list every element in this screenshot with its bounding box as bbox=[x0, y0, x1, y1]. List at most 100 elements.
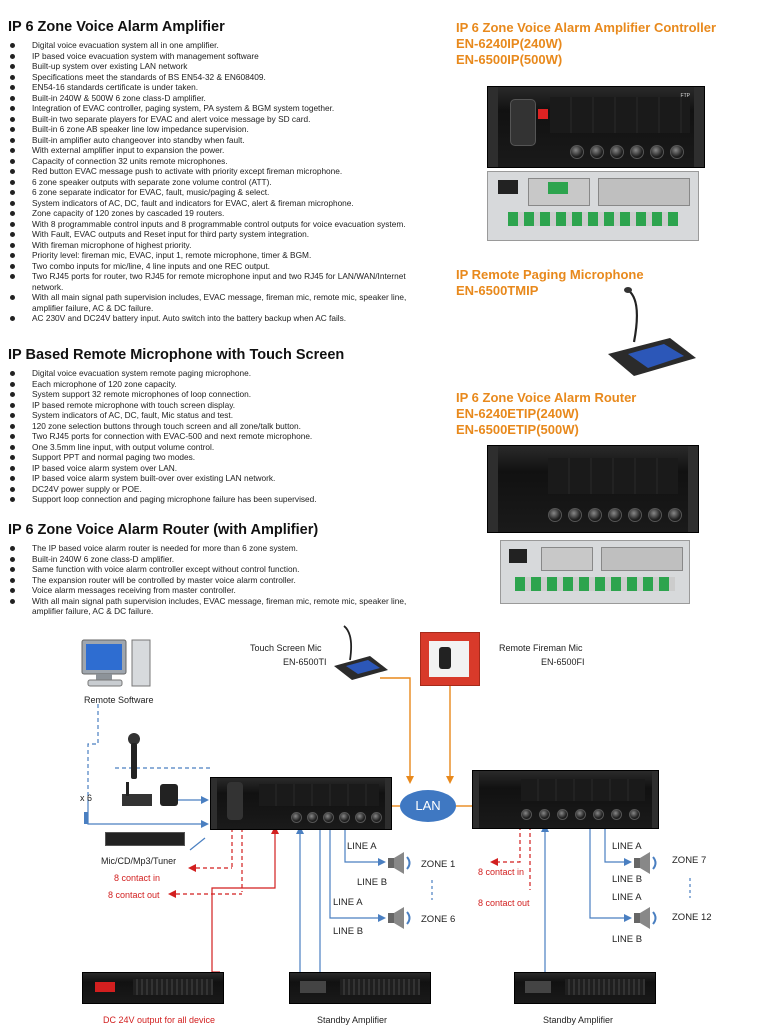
feature-item: Digital voice evacuation system remote p… bbox=[8, 368, 438, 379]
amp-section-title: IP 6 Zone Voice Alarm Amplifier bbox=[8, 19, 225, 35]
standby-amp-image bbox=[289, 972, 431, 1004]
standby-amp-image bbox=[514, 972, 656, 1004]
feature-item: Support PPT and normal paging two modes. bbox=[8, 452, 438, 463]
zone-12-label: ZONE 12 bbox=[672, 912, 712, 923]
feature-item: Built-in 6 zone AB speaker line low impe… bbox=[8, 124, 438, 135]
panel-brand-text: FTP bbox=[680, 93, 690, 99]
controller-model-240: EN-6240IP(240W) bbox=[456, 36, 563, 51]
feature-item: Digital voice evacuation system all in o… bbox=[8, 40, 438, 51]
line-b-3: LINE B bbox=[612, 874, 643, 885]
feature-item: One 3.5mm line input, with output volume… bbox=[8, 442, 438, 453]
feature-item: IP based voice alarm system built-over o… bbox=[8, 473, 438, 484]
speaker-icon bbox=[634, 852, 657, 874]
x6-label: x 6 bbox=[80, 793, 93, 803]
feature-item: System indicators of AC, DC, fault and i… bbox=[8, 198, 438, 209]
controller-rear-panel-image bbox=[487, 171, 699, 241]
feature-item: Red button EVAC message push to activate… bbox=[8, 166, 438, 177]
feature-item: With external amplifier input to expansi… bbox=[8, 145, 438, 156]
dc-output-label: DC 24V output for all device bbox=[103, 1015, 216, 1025]
touch-screen-mic-image bbox=[334, 625, 388, 680]
cd-player-icon bbox=[105, 832, 185, 846]
paging-title: IP Remote Paging Microphone bbox=[456, 267, 644, 282]
paging-microphone-image bbox=[608, 287, 696, 376]
feature-item: Integration of EVAC controller, paging s… bbox=[8, 103, 438, 114]
contact-out-label: 8 contact out bbox=[108, 890, 160, 900]
controller-front-panel-image: FTP bbox=[487, 86, 705, 168]
zone-1-label: ZONE 1 bbox=[421, 859, 456, 870]
software-label: Remote Software bbox=[84, 695, 154, 705]
line-a-4: LINE A bbox=[612, 892, 642, 903]
fireman-model: EN-6500FI bbox=[541, 657, 585, 667]
feature-item: Support loop connection and paging micro… bbox=[8, 494, 438, 505]
feature-item: With all main signal path supervision in… bbox=[8, 292, 438, 313]
router-feature-list: The IP based voice alarm router is neede… bbox=[8, 543, 438, 617]
mic-feature-list: Digital voice evacuation system remote p… bbox=[8, 368, 438, 505]
feature-item: System support 32 remote microphones of … bbox=[8, 389, 438, 400]
line-a-2: LINE A bbox=[333, 897, 363, 908]
paging-model: EN-6500TMIP bbox=[456, 283, 539, 298]
feature-item: Built-in two separate players for EVAC a… bbox=[8, 114, 438, 125]
feature-item: Built-in 240W & 500W 6 zone class-D ampl… bbox=[8, 93, 438, 104]
feature-item: The IP based voice alarm router is neede… bbox=[8, 543, 438, 554]
feature-item: Each microphone of 120 zone capacity. bbox=[8, 379, 438, 390]
feature-item: 6 zone separate indicator for EVAC, faul… bbox=[8, 187, 438, 198]
power-supply-image bbox=[82, 972, 224, 1004]
feature-item: EN54-16 standards certificate is under t… bbox=[8, 82, 438, 93]
touch-mic-model: EN-6500TI bbox=[283, 657, 327, 667]
line-a-3: LINE A bbox=[612, 841, 642, 852]
computer-icon bbox=[81, 639, 151, 687]
router-front-panel-image bbox=[487, 445, 699, 533]
feature-item: With all main signal path supervision in… bbox=[8, 596, 438, 617]
controller-title: IP 6 Zone Voice Alarm Amplifier Controll… bbox=[456, 20, 717, 35]
standby-amp-label-1: Standby Amplifier bbox=[317, 1015, 388, 1025]
feature-item: With 8 programmable control inputs and 8… bbox=[8, 219, 438, 230]
feature-item: Priority level: fireman mic, EVAC, input… bbox=[8, 250, 438, 261]
connection-lines bbox=[87, 677, 691, 973]
contact-in-label: 8 contact in bbox=[114, 873, 161, 883]
line-b-4: LINE B bbox=[612, 934, 643, 945]
speaker-icon bbox=[388, 907, 411, 929]
diagram-router-image bbox=[472, 770, 659, 829]
feature-item: Built-up system over existing LAN networ… bbox=[8, 61, 438, 72]
fireman-mic-box-image bbox=[420, 632, 480, 686]
feature-item: The expansion router will be controlled … bbox=[8, 575, 438, 586]
zone-6-label: ZONE 6 bbox=[421, 914, 456, 925]
line-b-2: LINE B bbox=[333, 926, 364, 937]
feature-item: DC24V power supply or POE. bbox=[8, 484, 438, 495]
feature-item: 120 zone selection buttons through touch… bbox=[8, 421, 438, 432]
speaker-icon bbox=[388, 852, 411, 874]
feature-item: Zone capacity of 120 zones by cascaded 1… bbox=[8, 208, 438, 219]
router-right-model-500: EN-6500ETIP(500W) bbox=[456, 422, 579, 437]
feature-item: Two RJ45 ports for router, two RJ45 for … bbox=[8, 271, 438, 292]
feature-item: IP based remote microphone with touch sc… bbox=[8, 400, 438, 411]
standby-amp-label-2: Standby Amplifier bbox=[543, 1015, 614, 1025]
feature-item: With fireman microphone of highest prior… bbox=[8, 240, 438, 251]
line-b-1: LINE B bbox=[357, 877, 388, 888]
handheld-mic-icon bbox=[128, 733, 140, 779]
lan-node: LAN bbox=[400, 790, 456, 822]
source-label: Mic/CD/Mp3/Tuner bbox=[101, 856, 177, 866]
zone-7-label: ZONE 7 bbox=[672, 855, 707, 866]
feature-item: Built-in 240W 6 zone class-D amplifier. bbox=[8, 554, 438, 565]
feature-item: Specifications meet the standards of BS … bbox=[8, 72, 438, 83]
feature-item: Capacity of connection 32 units remote m… bbox=[8, 156, 438, 167]
feature-item: Two combo inputs for mic/line, 4 line in… bbox=[8, 261, 438, 272]
x6-marker bbox=[84, 812, 88, 824]
router-section-title: IP 6 Zone Voice Alarm Router (with Ampli… bbox=[8, 522, 319, 538]
feature-item: Built-in amplifier auto changeover into … bbox=[8, 135, 438, 146]
diagram-controller-image bbox=[210, 777, 392, 830]
amp-feature-list: Digital voice evacuation system all in o… bbox=[8, 40, 438, 324]
feature-item: IP based voice evacuation system with ma… bbox=[8, 51, 438, 62]
router-rear-panel-image bbox=[500, 540, 690, 604]
feature-item: With Fault, EVAC outputs and Reset input… bbox=[8, 229, 438, 240]
feature-item: Voice alarm messages receiving from mast… bbox=[8, 585, 438, 596]
router-contact-out-label: 8 contact out bbox=[478, 898, 530, 908]
controller-model-500: EN-6500IP(500W) bbox=[456, 52, 563, 67]
mic-section-title: IP Based Remote Microphone with Touch Sc… bbox=[8, 347, 345, 363]
touch-mic-label: Touch Screen Mic bbox=[250, 643, 322, 653]
fireman-mic-icon bbox=[510, 99, 536, 146]
wireless-receiver-icon bbox=[122, 782, 178, 806]
router-contact-in-label: 8 contact in bbox=[478, 867, 525, 877]
router-right-model-240: EN-6240ETIP(240W) bbox=[456, 406, 579, 421]
feature-item: System indicators of AC, DC, fault, Mic … bbox=[8, 410, 438, 421]
